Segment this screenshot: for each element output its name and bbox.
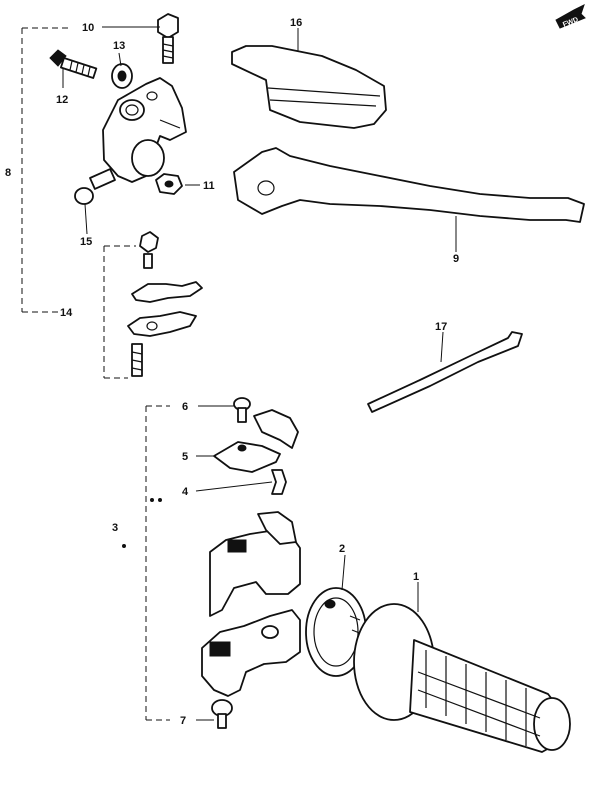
switch-housing-upper: [209, 511, 301, 617]
switch-parts-14: [103, 231, 203, 379]
washer-13: [111, 63, 133, 89]
cable-band-17: [367, 331, 523, 413]
leader-lines: [62, 26, 457, 721]
callout-16: 16: [290, 17, 302, 29]
callout-labels: 10 13 12 16 8 11 15 9 14 17 6 5 4 3 2 1 …: [5, 17, 459, 727]
callout-1: 1: [413, 571, 419, 583]
callout-15: 15: [80, 236, 92, 248]
callout-4: 4: [182, 486, 189, 498]
bolt-10: [157, 13, 179, 64]
fwd-arrow-marker: FWD: [555, 4, 586, 29]
callout-14: 14: [60, 307, 73, 319]
lever-holder-8: [102, 77, 187, 183]
callout-7: 7: [180, 715, 186, 727]
callout-3: 3: [112, 522, 118, 534]
lever-cover-16: [231, 45, 387, 129]
throttle-pulley-2: [305, 587, 367, 677]
group-bracket-8: [21, 27, 70, 313]
callout-6: 6: [182, 401, 188, 413]
callout-8: 8: [5, 167, 11, 179]
callout-13: 13: [113, 40, 125, 52]
callout-9: 9: [453, 253, 459, 265]
screw-7: [211, 699, 233, 729]
dot-marks: [122, 498, 162, 548]
lever-9: [233, 147, 585, 223]
callout-2: 2: [339, 543, 345, 555]
screw-6: [233, 397, 251, 423]
callout-11: 11: [203, 180, 215, 192]
callout-5: 5: [182, 451, 188, 463]
adjuster-screw-12: [49, 49, 98, 79]
cable-clamp: [253, 409, 299, 449]
plate-5: [213, 441, 281, 473]
nut-11: [155, 173, 183, 195]
switch-housing-lower: [201, 609, 301, 697]
pivot-bolt-15: [74, 168, 116, 205]
group-bracket-3: [145, 405, 170, 721]
clip-4: [271, 469, 287, 495]
callout-17: 17: [435, 321, 447, 333]
callout-12: 12: [56, 94, 68, 106]
callout-10: 10: [82, 22, 94, 34]
throttle-grip-1: [353, 603, 571, 753]
